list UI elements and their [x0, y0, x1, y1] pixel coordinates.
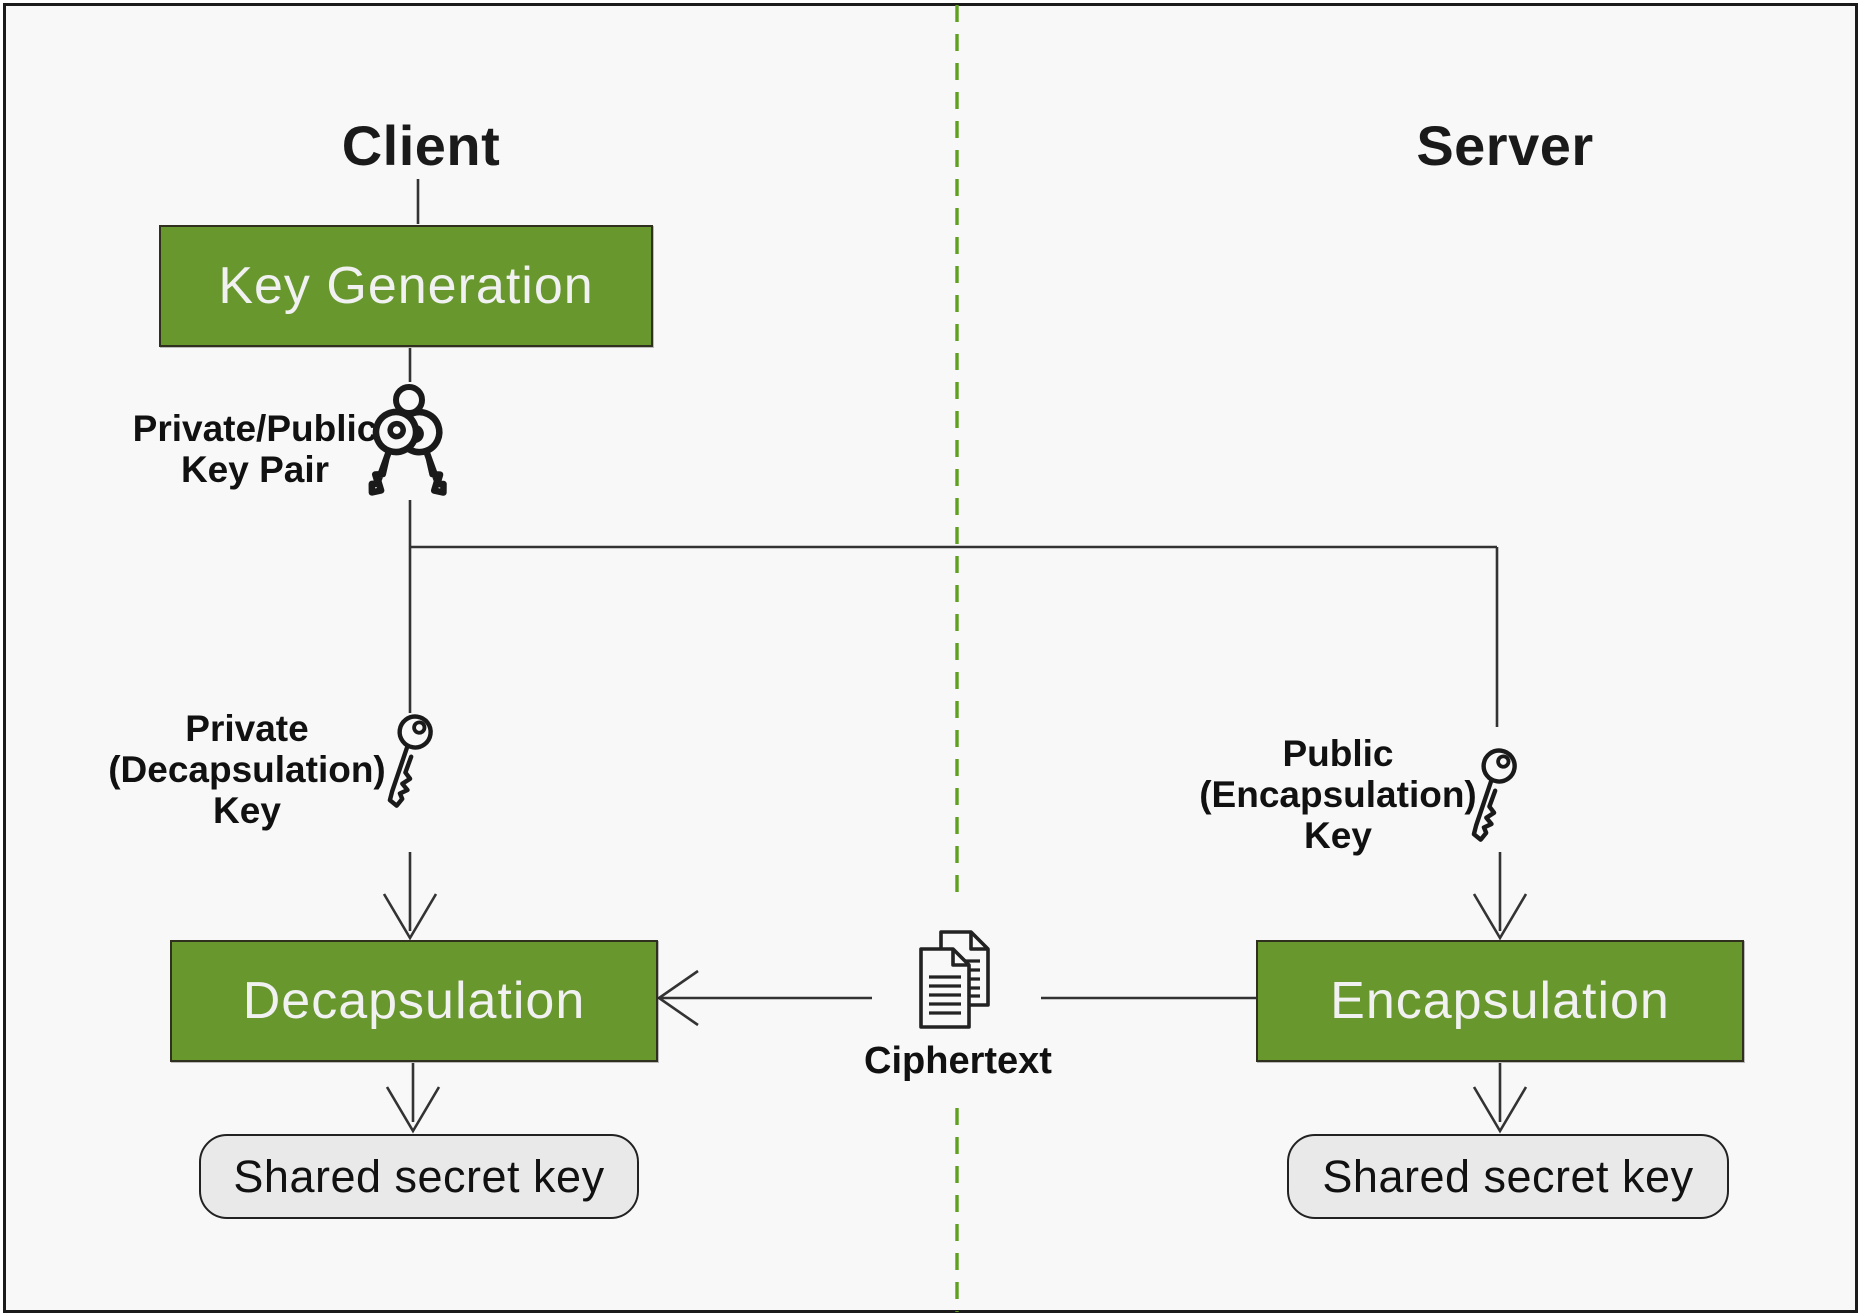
keypair-label-line1: Private/Public — [132, 408, 378, 449]
server-title: Server — [1416, 114, 1594, 177]
private-key-label-line1: Private — [185, 708, 309, 749]
encapsulation-box: Encapsulation — [1256, 940, 1744, 1062]
arrowhead-down-right — [1472, 893, 1528, 941]
public-key-label-line1: Public — [1282, 733, 1394, 774]
key-generation-box: Key Generation — [159, 225, 653, 347]
key-pair-icon — [368, 384, 447, 496]
arrowhead-down-shared-right — [1472, 1086, 1528, 1134]
ciphertext-documents-icon — [919, 930, 990, 1029]
private-key-icon — [387, 714, 433, 808]
shared-secret-box-client: Shared secret key — [199, 1134, 639, 1219]
private-key-label: Private (Decapsulation) Key — [77, 708, 417, 831]
shared-secret-label-client: Shared secret key — [233, 1150, 605, 1202]
public-key-icon — [1471, 748, 1517, 842]
arrowhead-left-ciphertext — [656, 969, 699, 1027]
diagram-frame — [3, 3, 1858, 1313]
public-key-label-line3: Key — [1304, 815, 1372, 856]
arrowhead-down-left — [382, 893, 438, 941]
ciphertext-label: Ciphertext — [864, 1040, 1052, 1082]
private-key-label-line3: Key — [213, 790, 281, 831]
arrowhead-down-shared-left — [385, 1086, 441, 1134]
shared-secret-label-server: Shared secret key — [1322, 1150, 1694, 1202]
private-key-label-line2: (Decapsulation) — [108, 749, 386, 790]
decapsulation-box: Decapsulation — [170, 940, 658, 1062]
keypair-label-line2: Key Pair — [180, 449, 330, 490]
client-title: Client — [341, 114, 501, 177]
decapsulation-label: Decapsulation — [242, 972, 586, 1030]
keypair-label: Private/Public Key Pair — [105, 408, 405, 490]
key-generation-label: Key Generation — [218, 257, 594, 315]
public-key-label: Public (Encapsulation) Key — [1158, 733, 1518, 856]
shared-secret-box-server: Shared secret key — [1287, 1134, 1729, 1219]
encapsulation-label: Encapsulation — [1330, 972, 1670, 1030]
public-key-label-line2: (Encapsulation) — [1199, 774, 1477, 815]
